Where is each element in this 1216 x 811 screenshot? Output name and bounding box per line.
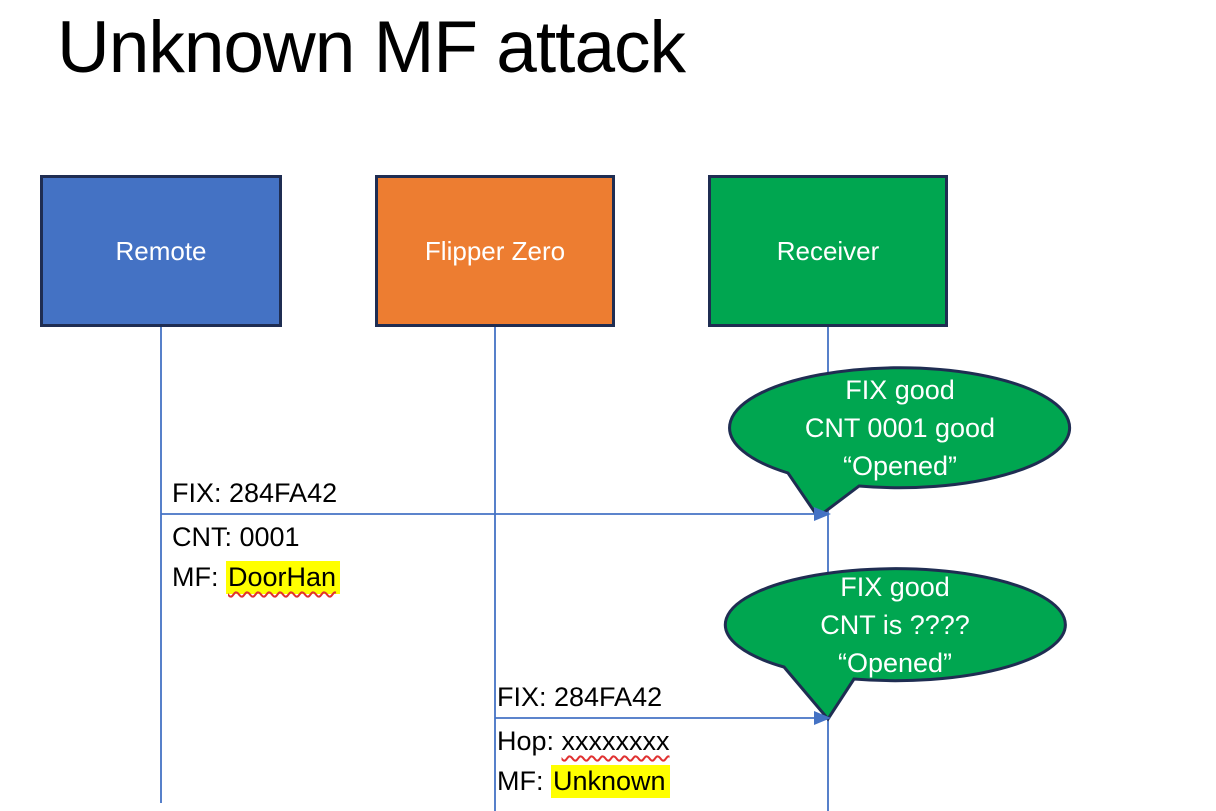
message-1-label-fix: FIX: 284FA42 bbox=[172, 478, 338, 508]
actor-label-remote: Remote bbox=[115, 235, 207, 266]
message-2-labels-below: Hop: xxxxxxxx MF: Unknown bbox=[497, 721, 670, 801]
callout-2-line-3: “Opened” bbox=[837, 648, 953, 678]
message-1-labels-below: CNT: 0001 MF: DoorHan bbox=[172, 517, 341, 597]
actor-label-flipper-zero: Flipper Zero bbox=[424, 235, 566, 266]
message-2-hop-prefix: Hop: bbox=[497, 726, 562, 756]
callout-2-text: FIX good CNT is ???? “Opened” bbox=[728, 568, 1062, 682]
message-1-label-mf: MF: DoorHan bbox=[172, 557, 341, 597]
callout-1-line-3: “Opened” bbox=[842, 451, 958, 481]
actor-box-receiver: Receiver bbox=[708, 175, 948, 327]
callout-2-line-2: CNT is ???? bbox=[820, 610, 970, 640]
message-2-mf-prefix: MF: bbox=[497, 766, 551, 796]
actor-box-flipper-zero: Flipper Zero bbox=[375, 175, 615, 327]
message-1-mf-prefix: MF: bbox=[172, 562, 226, 592]
callout-2-line-1: FIX good bbox=[840, 572, 950, 602]
callout-1-bubble bbox=[728, 366, 1072, 520]
message-2-label-mf: MF: Unknown bbox=[497, 761, 670, 801]
message-2-label-fix: FIX: 284FA42 bbox=[497, 682, 663, 712]
message-arrow-2-head bbox=[814, 711, 831, 725]
misspelled-text-hop-value: xxxxxxxx bbox=[561, 726, 670, 756]
slide-title: Unknown MF attack bbox=[57, 7, 686, 88]
callout-1-line-2: CNT 0001 good bbox=[804, 413, 996, 443]
message-arrow-1-head bbox=[814, 507, 831, 521]
actor-box-remote: Remote bbox=[40, 175, 282, 327]
message-2-label-hop: Hop: xxxxxxxx bbox=[497, 721, 670, 761]
callout-1-text: FIX good CNT 0001 good “Opened” bbox=[733, 371, 1067, 485]
highlighted-text-unknown: Unknown bbox=[551, 765, 670, 798]
highlighted-text-doorhan: DoorHan bbox=[226, 561, 341, 594]
actor-label-receiver: Receiver bbox=[776, 235, 880, 266]
callout-2-bubble bbox=[723, 567, 1067, 722]
message-1-label-cnt: CNT: 0001 bbox=[172, 522, 300, 552]
callout-1-line-1: FIX good bbox=[845, 375, 955, 405]
